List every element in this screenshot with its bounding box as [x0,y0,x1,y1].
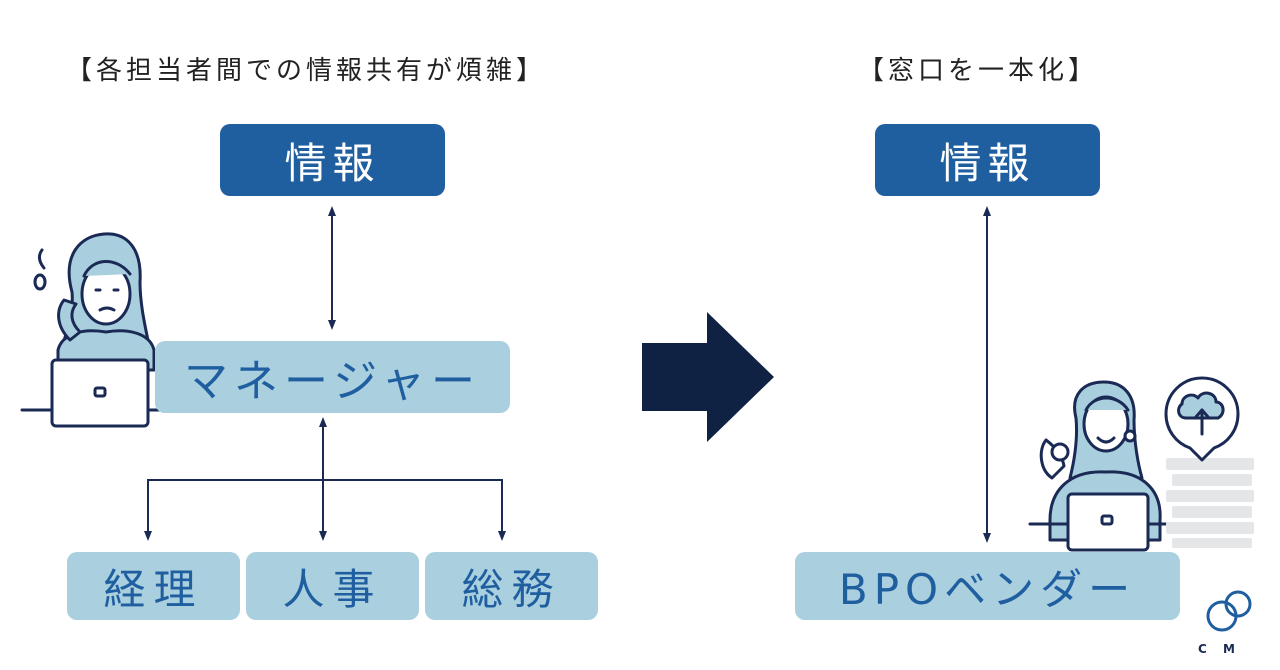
cloud-upload-icon [1164,376,1240,462]
right-arrow-icon [642,312,774,442]
person-ok-gesture-with-laptop-icon [1028,380,1182,552]
bpo-vendor-box: BPOベンダー [795,552,1180,620]
department-box-general-affairs: 総務 [425,552,598,620]
company-logo-text: C M [1198,642,1241,656]
right-info-box: 情報 [875,124,1100,196]
person-on-phone-with-laptop-icon [20,232,174,428]
right-heading: 【窓口を一本化】 [858,56,1099,86]
left-info-box: 情報 [220,124,445,196]
company-logo-mark [1206,590,1252,632]
manager-box: マネージャー [155,341,510,413]
department-box-accounting: 経理 [67,552,240,620]
left-heading: 【各担当者間での情報共有が煩雑】 [66,56,547,86]
department-box-hr: 人事 [246,552,419,620]
department-branch-line [147,479,503,536]
document-stack-icon [1166,458,1254,548]
